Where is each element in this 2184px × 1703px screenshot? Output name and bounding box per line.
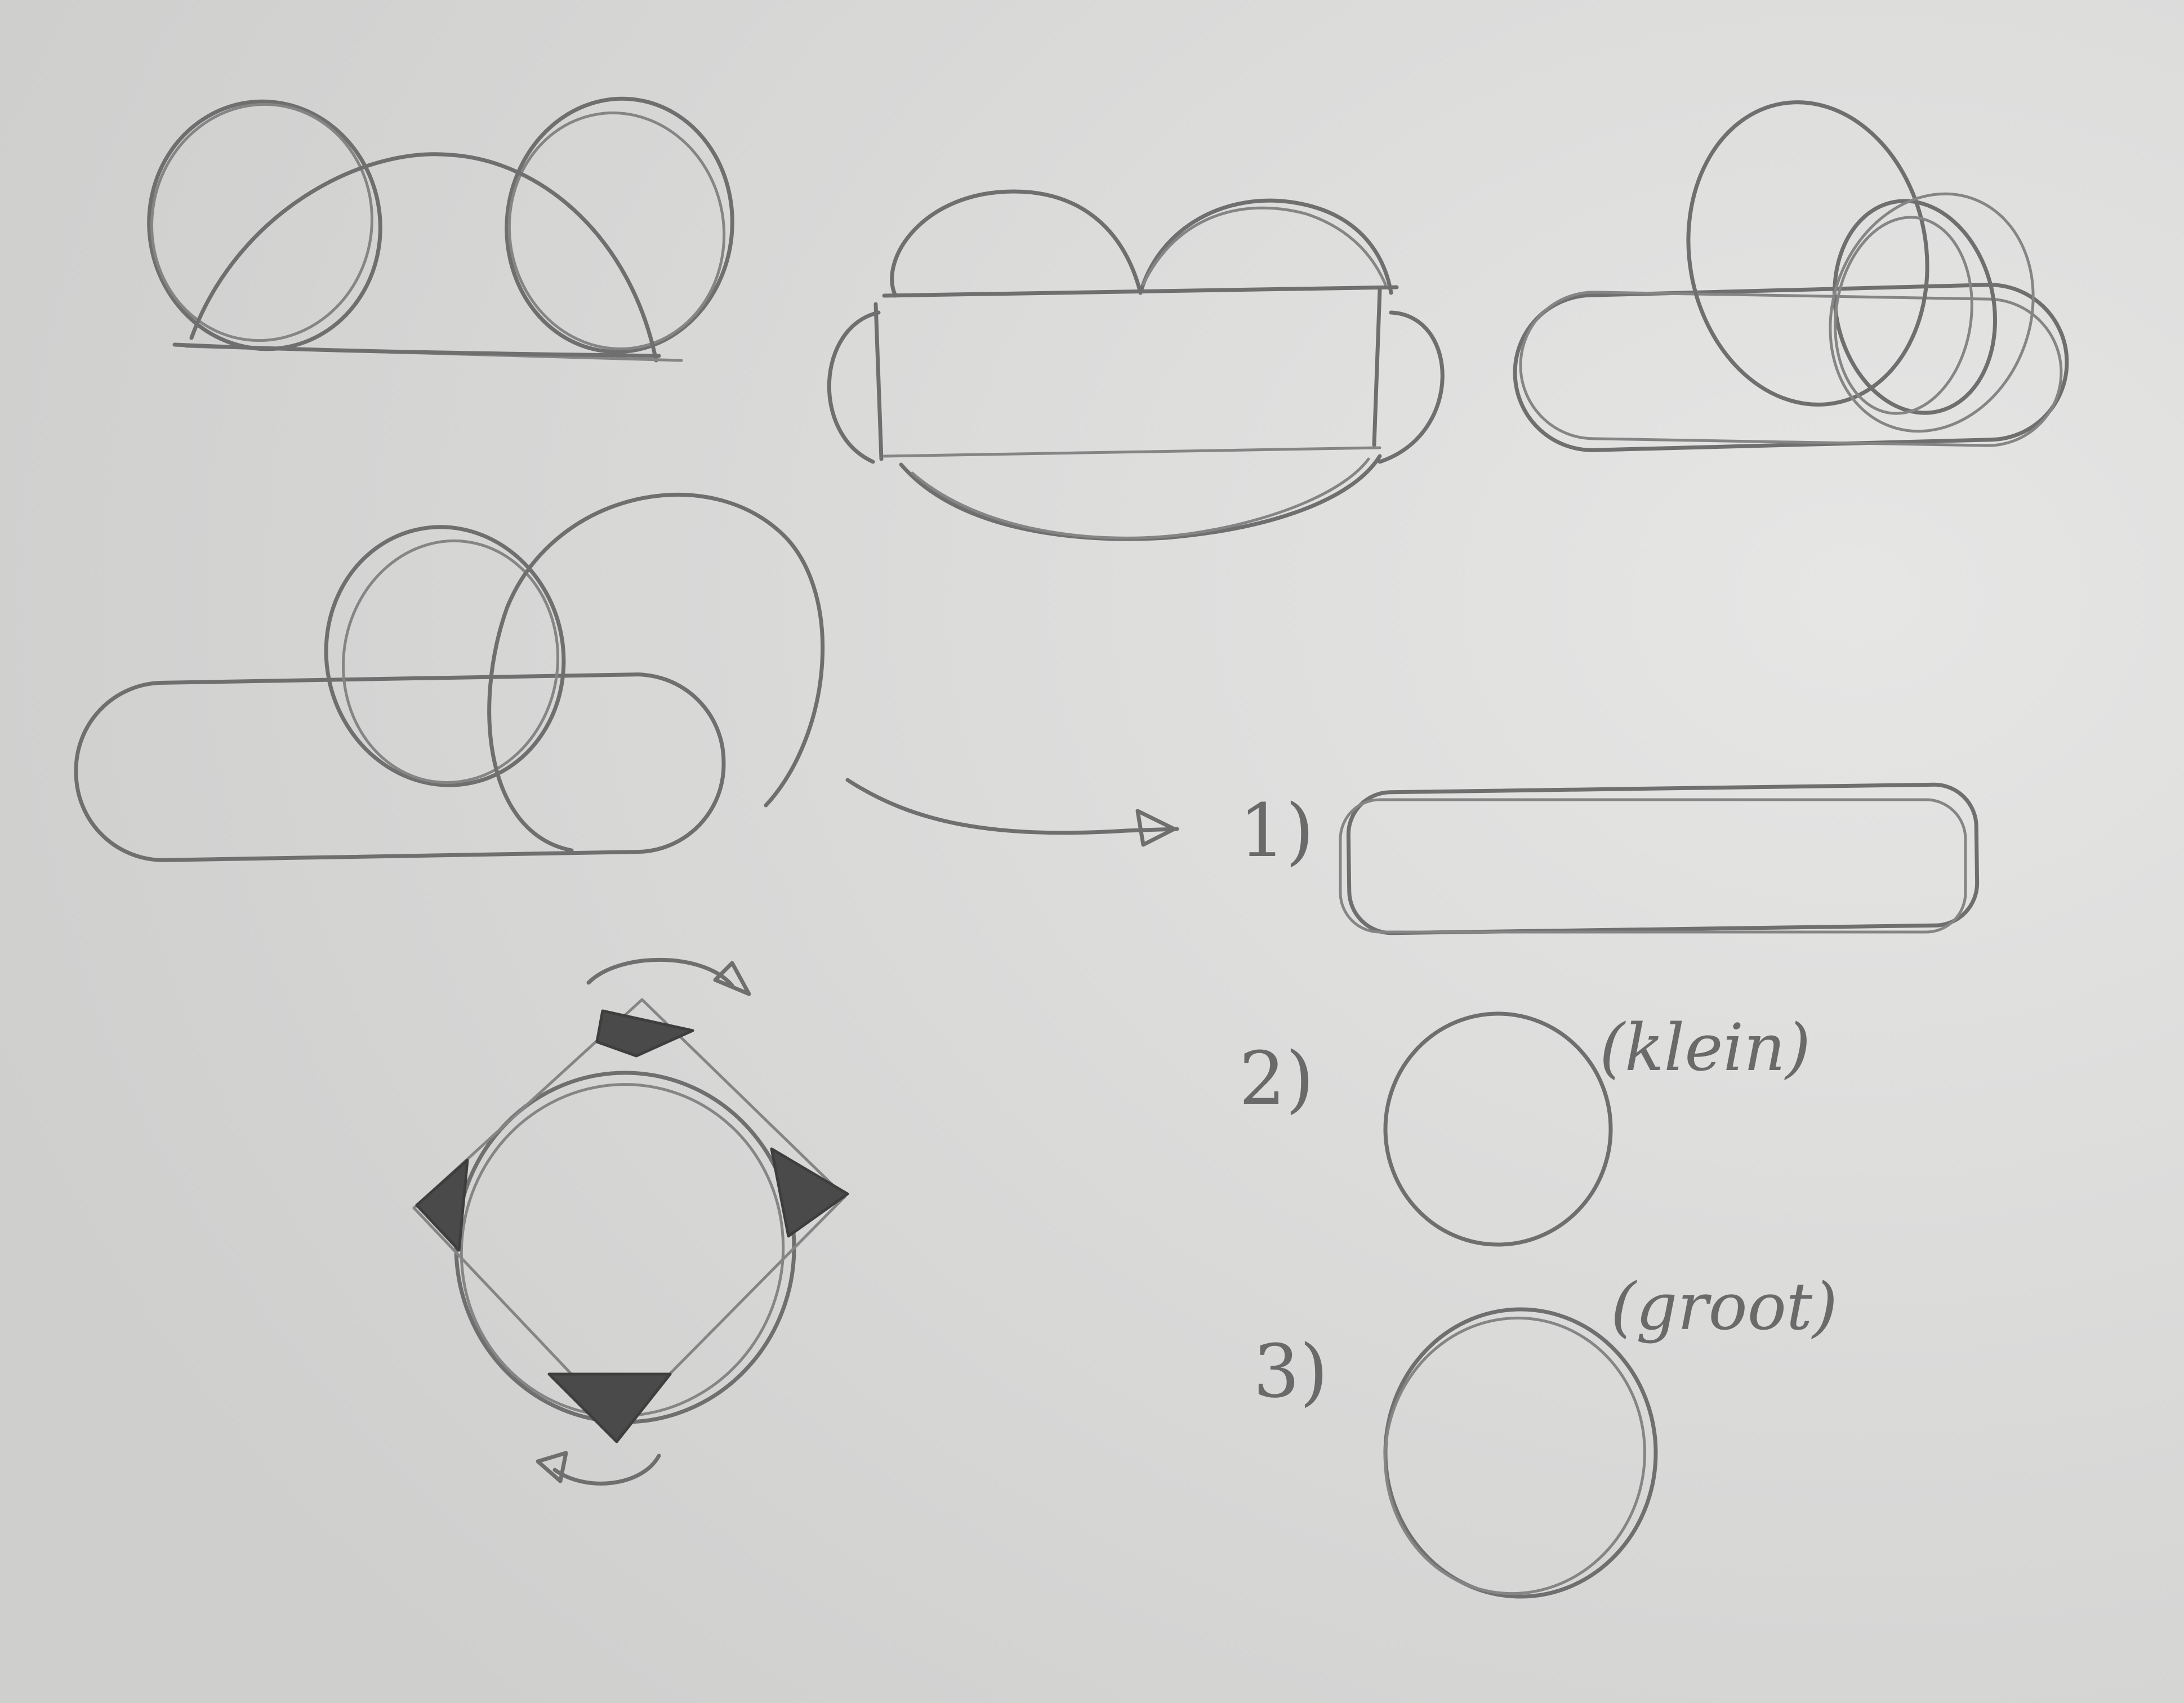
item-2-label: 2): [1239, 1036, 1314, 1121]
item-1-pill: 1): [1239, 782, 1980, 935]
groot-note: (groot): [1611, 1269, 1838, 1345]
sketch-heart-cloud-rect: [827, 189, 1445, 541]
sketch-rotate-control: [412, 957, 849, 1486]
sketch-two-circles-line: [147, 96, 734, 363]
item-3-large-circle: 3) (groot): [1253, 1269, 1838, 1599]
klein-note: (klein): [1599, 1010, 1811, 1086]
sketch-pill-circles-right: [1513, 100, 2069, 452]
item-3-label: 3): [1253, 1328, 1328, 1414]
item-1-label: 1): [1239, 788, 1314, 873]
item-2-small-circle: 2) (klein): [1239, 1010, 1811, 1247]
arrow-to-item-1: [845, 778, 1179, 847]
sketch-pill-circles-left: [74, 492, 824, 862]
